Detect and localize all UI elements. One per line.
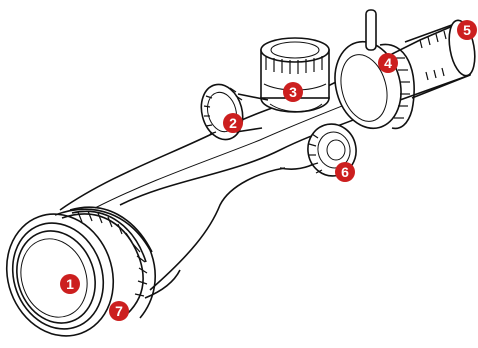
objective-bell [0, 199, 155, 348]
callout-4-label: 4 [384, 55, 392, 71]
callout-5-label: 5 [463, 22, 471, 38]
windage-turret [195, 80, 268, 144]
callout-1: 1 [60, 274, 80, 294]
throw-lever [366, 10, 376, 50]
callout-4: 4 [378, 53, 398, 73]
callout-3-label: 3 [289, 84, 297, 100]
callout-1-label: 1 [66, 276, 74, 292]
callout-6-label: 6 [341, 164, 349, 180]
callout-5: 5 [457, 20, 477, 40]
callout-6: 6 [335, 162, 355, 182]
callout-7: 7 [109, 301, 129, 321]
callout-2-label: 2 [229, 115, 237, 131]
magnification-ring [326, 10, 414, 136]
callout-2: 2 [223, 113, 243, 133]
callout-7-label: 7 [115, 303, 123, 319]
callout-3: 3 [283, 82, 303, 102]
